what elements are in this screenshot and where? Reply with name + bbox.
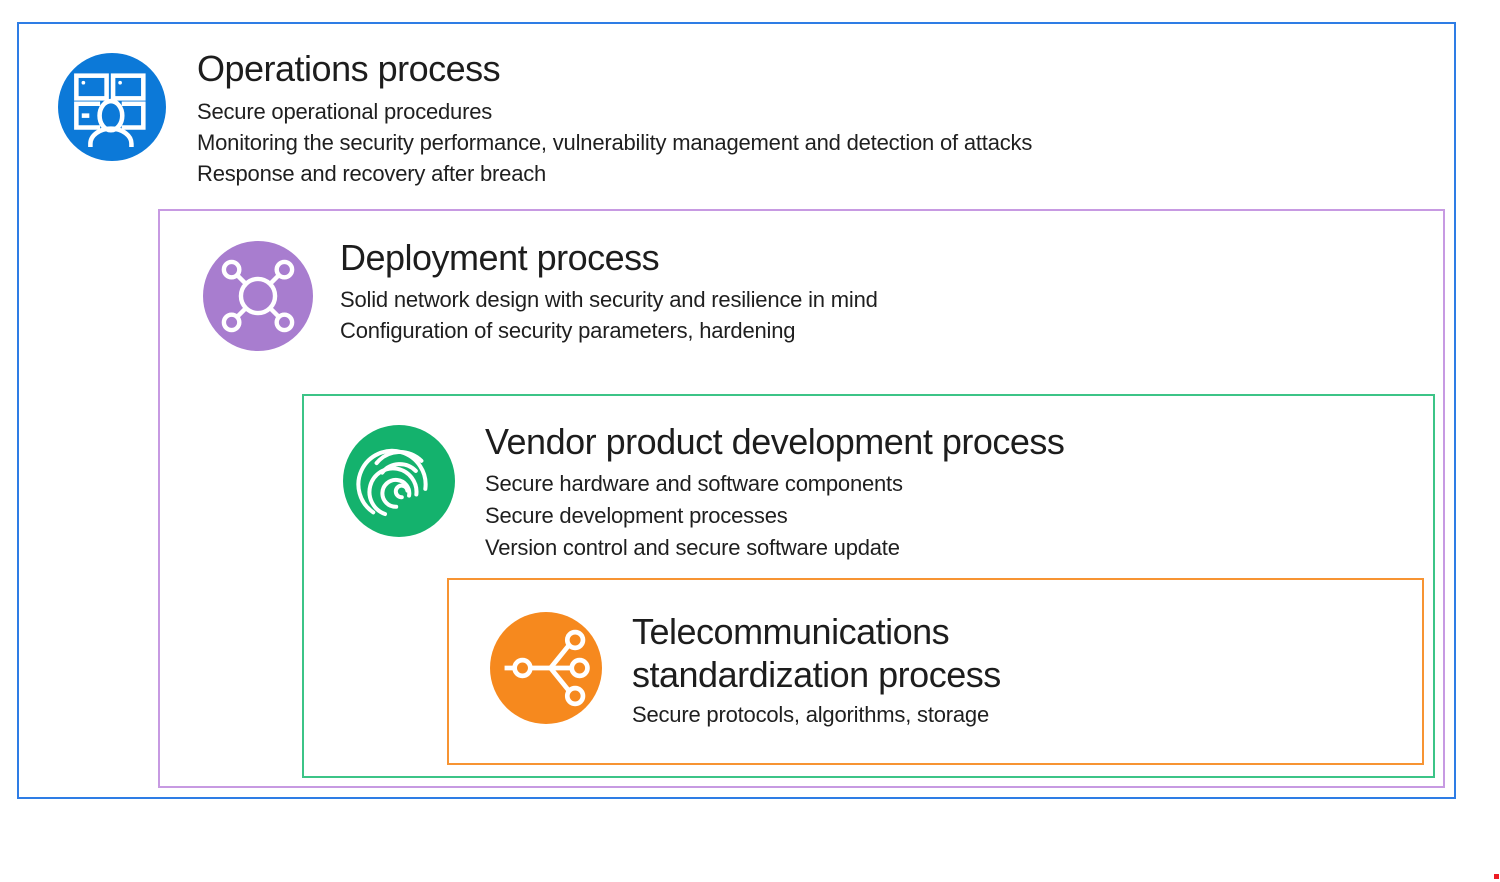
network-node-icon [221, 259, 295, 333]
telecom-description: Secure protocols, algorithms, storage [632, 699, 989, 730]
branch-icon [504, 629, 590, 707]
telecom-icon-circle [490, 612, 602, 724]
operations-description: Secure operational procedures Monitoring… [197, 96, 1032, 189]
deployment-description: Solid network design with security and r… [340, 284, 878, 346]
vendor-title: Vendor product development process [485, 420, 1065, 463]
operations-title: Operations process [197, 47, 501, 90]
operations-title-text: Operations process [197, 48, 501, 89]
vendor-description: Secure hardware and software components … [485, 468, 903, 564]
operations-box: Operations process Secure operational pr… [17, 22, 1456, 799]
telecom-description-line: Secure protocols, algorithms, storage [632, 702, 989, 727]
deployment-box: Deployment process Solid network design … [158, 209, 1445, 788]
server-operator-icon [74, 73, 146, 147]
telecom-title: Telecommunications standardization proce… [632, 610, 1001, 696]
vendor-box: Vendor product development process Secur… [302, 394, 1435, 778]
vendor-description-line: Secure development processes [485, 503, 788, 528]
vendor-description-line: Version control and secure software upda… [485, 535, 900, 560]
deployment-icon-circle [203, 241, 313, 351]
telecom-title-line: standardization process [632, 654, 1001, 695]
operations-description-line: Secure operational procedures [197, 99, 493, 124]
deployment-description-line: Configuration of security parameters, ha… [340, 318, 796, 343]
telecom-title-line: Telecommunications [632, 611, 950, 652]
deployment-title: Deployment process [340, 236, 660, 279]
vendor-icon-circle [343, 425, 455, 537]
telecom-box: Telecommunications standardization proce… [447, 578, 1424, 765]
fingerprint-icon [356, 448, 428, 517]
operations-icon-circle [58, 53, 166, 161]
red-dot-artifact [1494, 874, 1499, 879]
vendor-title-text: Vendor product development process [485, 421, 1065, 462]
vendor-description-line: Secure hardware and software components [485, 471, 903, 496]
deployment-description-line: Solid network design with security and r… [340, 287, 878, 312]
operations-description-line: Response and recovery after breach [197, 161, 547, 186]
operations-description-line: Monitoring the security performance, vul… [197, 130, 1033, 155]
deployment-title-text: Deployment process [340, 237, 660, 278]
